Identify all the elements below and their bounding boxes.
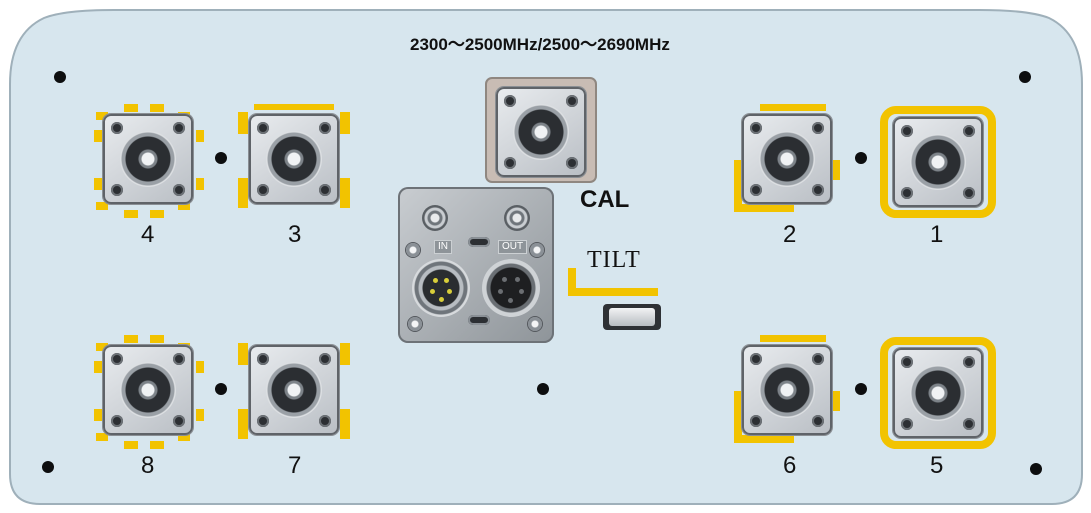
rf-port-8[interactable]	[103, 345, 193, 435]
small-connector-icon[interactable]	[504, 205, 530, 231]
cal-label: CAL	[580, 186, 630, 213]
rf-port-7[interactable]	[249, 345, 339, 435]
bolt-icon	[963, 125, 975, 137]
screw-icon	[528, 317, 542, 331]
coax-connector-icon	[759, 362, 815, 418]
bolt-icon	[173, 122, 185, 134]
rf-port-2[interactable]	[742, 114, 832, 204]
bolt-icon	[257, 353, 269, 365]
bolt-icon	[173, 415, 185, 427]
slot-icon	[468, 237, 490, 247]
screw-icon	[408, 317, 422, 331]
port-label-4: 4	[141, 221, 155, 248]
port-label-7: 7	[288, 452, 302, 479]
coax-connector-icon	[120, 131, 176, 187]
bolt-icon	[504, 95, 516, 107]
bolt-icon	[319, 415, 331, 427]
bolt-icon	[111, 122, 123, 134]
bolt-icon	[901, 187, 913, 199]
switch-knob[interactable]	[609, 308, 655, 326]
coax-connector-icon	[910, 134, 966, 190]
bolt-icon	[566, 157, 578, 169]
bolt-icon	[812, 184, 824, 196]
bolt-icon	[173, 353, 185, 365]
slot-icon	[468, 315, 490, 325]
coax-connector-icon	[513, 104, 569, 160]
bolt-icon	[750, 184, 762, 196]
port-pair-dot-8-7	[215, 383, 227, 395]
port-label-8: 8	[141, 452, 155, 479]
bolt-icon	[566, 95, 578, 107]
mounting-hole-top-right	[1019, 71, 1031, 83]
aisg-control-module: IN OUT	[398, 187, 554, 343]
port-pair-dot-2-1	[855, 152, 867, 164]
bolt-icon	[504, 157, 516, 169]
bolt-icon	[963, 356, 975, 368]
coax-connector-icon	[759, 131, 815, 187]
aisg-out-connector[interactable]	[482, 259, 540, 317]
bolt-icon	[319, 353, 331, 365]
tilt-switch[interactable]	[603, 304, 661, 330]
bolt-icon	[111, 415, 123, 427]
bolt-icon	[901, 125, 913, 137]
rf-port-1[interactable]	[893, 117, 983, 207]
coax-connector-icon	[266, 362, 322, 418]
bolt-icon	[963, 418, 975, 430]
mounting-hole-center	[537, 383, 549, 395]
bolt-icon	[257, 122, 269, 134]
screw-icon	[530, 243, 544, 257]
coax-connector-icon	[266, 131, 322, 187]
port-label-5: 5	[930, 452, 944, 479]
frequency-label: 2300～2500MHz/2500～2690MHz	[410, 35, 670, 54]
port-pair-dot-6-5	[855, 383, 867, 395]
rf-port-6[interactable]	[742, 345, 832, 435]
out-tag: OUT	[498, 240, 528, 254]
rf-port-4[interactable]	[103, 114, 193, 204]
coax-connector-icon	[910, 365, 966, 421]
bolt-icon	[319, 122, 331, 134]
port-label-2: 2	[783, 221, 797, 248]
tilt-label: TILT	[587, 247, 641, 273]
bolt-icon	[963, 187, 975, 199]
cal-port[interactable]	[496, 87, 586, 177]
bolt-icon	[750, 415, 762, 427]
bolt-icon	[812, 122, 824, 134]
port-label-3: 3	[288, 221, 302, 248]
bolt-icon	[111, 353, 123, 365]
aisg-in-connector[interactable]	[412, 259, 470, 317]
bolt-icon	[111, 184, 123, 196]
mounting-hole-bottom-left	[42, 461, 54, 473]
bolt-icon	[750, 122, 762, 134]
bolt-icon	[812, 415, 824, 427]
small-connector-icon[interactable]	[422, 205, 448, 231]
rf-port-5[interactable]	[893, 348, 983, 438]
bolt-icon	[901, 356, 913, 368]
bolt-icon	[257, 184, 269, 196]
port-label-1: 1	[930, 221, 944, 248]
port-pair-dot-4-3	[215, 152, 227, 164]
mounting-hole-bottom-right	[1030, 463, 1042, 475]
in-tag: IN	[434, 240, 452, 254]
bolt-icon	[319, 184, 331, 196]
coax-connector-icon	[120, 362, 176, 418]
bolt-icon	[257, 415, 269, 427]
mounting-hole-top-left	[54, 71, 66, 83]
rf-port-3[interactable]	[249, 114, 339, 204]
bolt-icon	[812, 353, 824, 365]
port-label-6: 6	[783, 452, 797, 479]
screw-icon	[406, 243, 420, 257]
bolt-icon	[173, 184, 185, 196]
bolt-icon	[901, 418, 913, 430]
bolt-icon	[750, 353, 762, 365]
